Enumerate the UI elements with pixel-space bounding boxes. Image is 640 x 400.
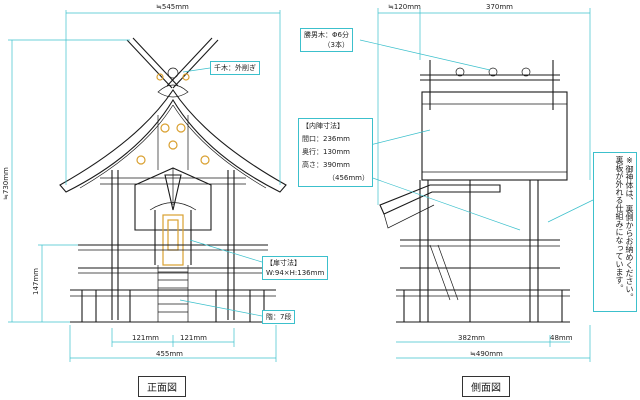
inner-height-alt: （456mm） (328, 174, 369, 182)
door-dimension-box: 【扉寸法】 W:94×H:136mm (262, 256, 329, 280)
front-base-width: 455mm (156, 350, 183, 358)
side-top-right: 370mm (486, 3, 513, 11)
inner-width: 間口：236mm (302, 135, 350, 143)
front-base-height: 147mm (32, 268, 40, 295)
side-view: ≒120mm 370mm 382mm 48mm ≒490mm (349, 3, 594, 362)
side-base-total: ≒490mm (470, 350, 503, 358)
inner-dimension-box: 【内陣寸法】 間口：236mm 奥行：130mm 高さ：390mm （456mm… (298, 118, 373, 187)
side-top-left: ≒120mm (388, 3, 421, 11)
stairs-label: 階：7段 (262, 310, 296, 324)
chigi-label: 千木：外削ぎ (210, 61, 260, 75)
front-step-right: 121mm (180, 334, 207, 342)
front-view-caption: 正面図 (138, 376, 186, 397)
inner-height: 高さ：390mm (302, 161, 350, 169)
katsuogi-line2: （3本） (323, 41, 349, 49)
side-view-caption: 側面図 (462, 376, 510, 397)
front-step-left: 121mm (132, 334, 159, 342)
front-top-width: ≒545mm (156, 3, 189, 11)
door-dimension-size: W:94×H:136mm (266, 269, 325, 277)
side-base-inner: 382mm (458, 334, 485, 342)
katsuogi-box: 勝男木：Φ6分 （3本） (300, 28, 353, 52)
inner-depth: 奥行：130mm (302, 148, 350, 156)
front-view: ≒545mm ≒730mm 147mm 121mm 121mm 455mm (2, 3, 287, 362)
note-box: ※御神体は、裏側からお納めください。裏板が外れる仕組みになっています。 (593, 152, 637, 312)
side-base-right: 48mm (550, 334, 573, 342)
inner-dimension-title: 【内陣寸法】 (302, 122, 344, 130)
katsuogi-line1: 勝男木：Φ6分 (304, 31, 349, 39)
door-dimension-title: 【扉寸法】 (266, 259, 301, 267)
front-height: ≒730mm (2, 167, 10, 200)
